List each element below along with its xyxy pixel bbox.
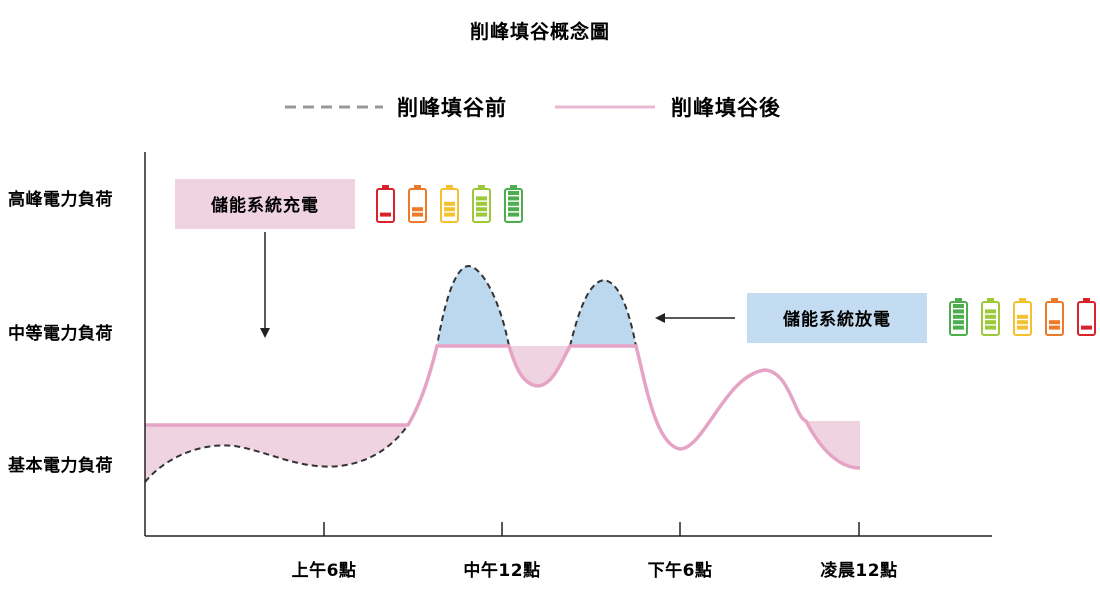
battery-icon	[504, 185, 523, 223]
battery-icon	[408, 185, 427, 223]
charge-fill-left	[145, 425, 408, 482]
charge-fill-night	[806, 421, 860, 468]
charge-annotation: 儲能系統充電	[175, 179, 355, 338]
discharge-battery-row	[949, 298, 1096, 336]
y-level-medium: 中等電力負荷	[8, 323, 113, 344]
battery-icon	[440, 185, 459, 223]
x-label-noon: 中午12點	[463, 560, 540, 581]
y-level-peak: 高峰電力負荷	[8, 189, 113, 210]
legend-before-label: 削峰填谷前	[397, 96, 507, 120]
battery-icon	[949, 298, 968, 336]
y-level-base: 基本電力負荷	[7, 455, 113, 476]
charge-fill-middle	[509, 346, 570, 386]
x-label-6pm: 下午6點	[648, 560, 713, 581]
battery-icon	[1077, 298, 1096, 336]
battery-icon	[1045, 298, 1064, 336]
discharge-label: 儲能系統放電	[783, 309, 891, 330]
after-curve	[145, 344, 861, 470]
battery-icon	[1013, 298, 1032, 336]
charge-box	[175, 179, 355, 229]
discharge-box	[747, 293, 927, 343]
charge-label: 儲能系統充電	[211, 195, 319, 216]
battery-icon	[472, 185, 491, 223]
discharge-annotation: 儲能系統放電	[655, 293, 927, 343]
x-label-midnight: 凌晨12點	[820, 560, 897, 581]
x-label-6am: 上午6點	[292, 560, 357, 581]
before-curve	[144, 264, 637, 483]
battery-icon	[981, 298, 1000, 336]
discharge-fill-peak1	[437, 266, 509, 346]
diagram-title: 削峰填谷概念圖	[470, 20, 610, 43]
charge-battery-row	[376, 185, 523, 223]
legend: 削峰填谷前 削峰填谷後	[285, 96, 781, 120]
battery-icon	[376, 185, 395, 223]
legend-after-label: 削峰填谷後	[671, 96, 781, 120]
